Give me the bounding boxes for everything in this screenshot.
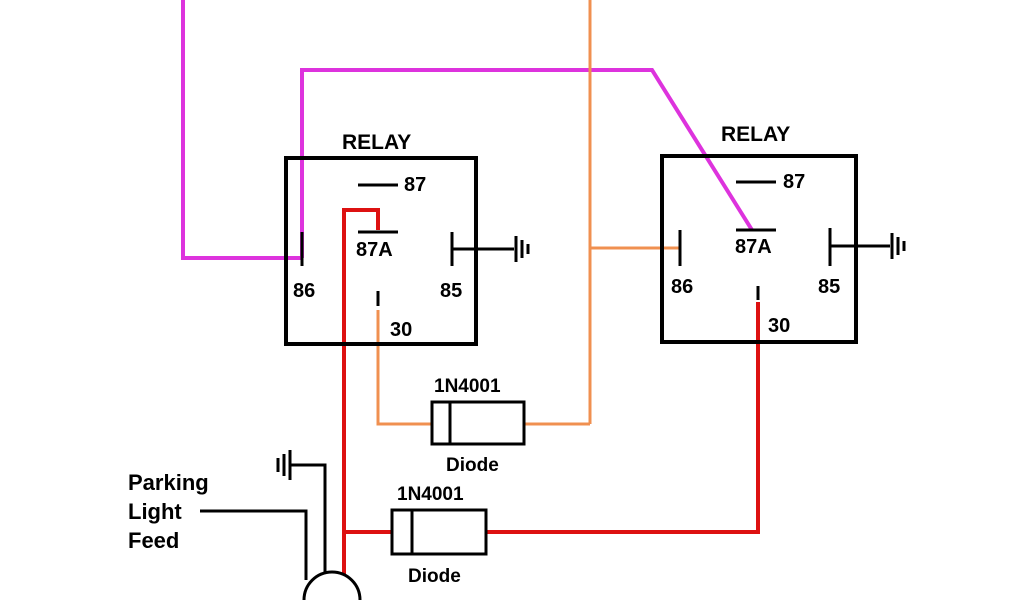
relay-right: RELAY 87 87A 86 85 30 bbox=[660, 123, 858, 344]
parking-light-feed-wire bbox=[200, 509, 308, 580]
diode-lower: 1N4001 Diode bbox=[390, 484, 488, 587]
diode-lower-part-number: 1N4001 bbox=[397, 484, 464, 505]
diode-upper-body bbox=[430, 400, 526, 446]
relay-left: RELAY 87 87A 86 85 30 bbox=[284, 131, 478, 346]
relay-right-30-label: 30 bbox=[768, 315, 790, 337]
relay-right-box bbox=[660, 154, 858, 344]
orange-wire-left-30-to-diode bbox=[376, 310, 432, 426]
diode-upper-part-number: 1N4001 bbox=[434, 376, 501, 397]
bulb-icon bbox=[302, 570, 362, 600]
feed-label-line3: Feed bbox=[128, 528, 179, 553]
relay-left-title: RELAY bbox=[342, 131, 411, 154]
diode-upper-label: Diode bbox=[446, 455, 499, 476]
relay-right-85-label: 85 bbox=[818, 276, 840, 298]
ground-icon bbox=[830, 233, 906, 259]
relay-right-87a-label: 87A bbox=[735, 236, 772, 258]
diode-lower-label: Diode bbox=[408, 566, 461, 587]
diode-lower-body bbox=[390, 508, 488, 556]
magenta-wire-left-86 bbox=[181, 0, 302, 260]
feed-label-line2: Light bbox=[128, 499, 182, 524]
magenta-wire-to-right-87a bbox=[300, 68, 754, 258]
red-wire-left-87a bbox=[342, 208, 380, 580]
relay-left-87-label: 87 bbox=[404, 174, 426, 196]
feed-label-line1: Parking bbox=[128, 470, 209, 495]
relay-right-title: RELAY bbox=[721, 123, 790, 146]
relay-left-30-label: 30 bbox=[390, 319, 412, 341]
red-wire-lower-diode-to-right-30 bbox=[486, 302, 760, 534]
relay-left-box bbox=[284, 156, 478, 346]
diode-upper: 1N4001 Diode bbox=[430, 376, 526, 476]
relay-left-86-label: 86 bbox=[293, 280, 315, 302]
ground-icon bbox=[452, 236, 530, 262]
ground-icon bbox=[276, 450, 327, 580]
relay-right-87-label: 87 bbox=[783, 171, 805, 193]
relay-left-87a-label: 87A bbox=[356, 239, 393, 261]
relay-right-86-label: 86 bbox=[671, 276, 693, 298]
relay-left-85-label: 85 bbox=[440, 280, 462, 302]
